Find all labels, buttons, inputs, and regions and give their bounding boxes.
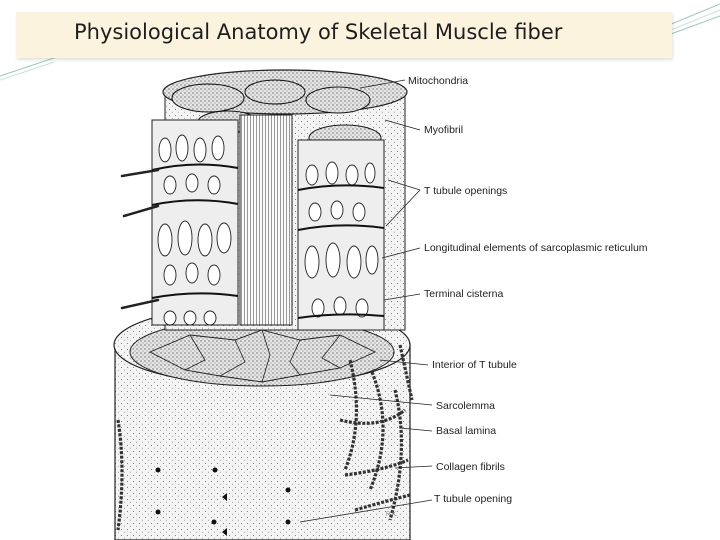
collagen-fibrils xyxy=(116,344,414,531)
illustrator-credit: R.K. xyxy=(386,512,398,518)
myofibril-bundle xyxy=(151,69,408,331)
leader-lines xyxy=(299,79,433,523)
label-longitudinal-sr: Longitudinal elements of sarcoplasmic re… xyxy=(424,242,648,254)
slide-title: Physiological Anatomy of Skeletal Muscle… xyxy=(74,20,563,44)
decorative-lines-left xyxy=(0,55,60,81)
t-tubule-surface-openings xyxy=(155,467,291,536)
t-tubule-openings-left xyxy=(120,168,160,310)
label-basal-lamina: Basal lamina xyxy=(436,425,497,437)
t-tubule-bands xyxy=(151,163,385,319)
label-interior-t-tubule: Interior of T tubule xyxy=(432,359,517,371)
label-mitochondria: Mitochondria xyxy=(408,75,469,87)
sarcoplasmic-reticulum-left xyxy=(157,134,232,326)
label-t-tubule-openings: T tubule openings xyxy=(424,185,508,197)
sarcoplasmic-reticulum-right xyxy=(304,161,379,318)
label-terminal-cisterna: Terminal cisterna xyxy=(424,288,504,300)
label-myofibril: Myofibril xyxy=(424,124,464,136)
label-collagen-fibrils: Collagen fibrils xyxy=(436,461,505,473)
title-banner: Physiological Anatomy of Skeletal Muscle… xyxy=(16,12,672,58)
label-t-tubule-opening: T tubule opening xyxy=(434,493,513,505)
label-sarcolemma: Sarcolemma xyxy=(436,400,495,412)
